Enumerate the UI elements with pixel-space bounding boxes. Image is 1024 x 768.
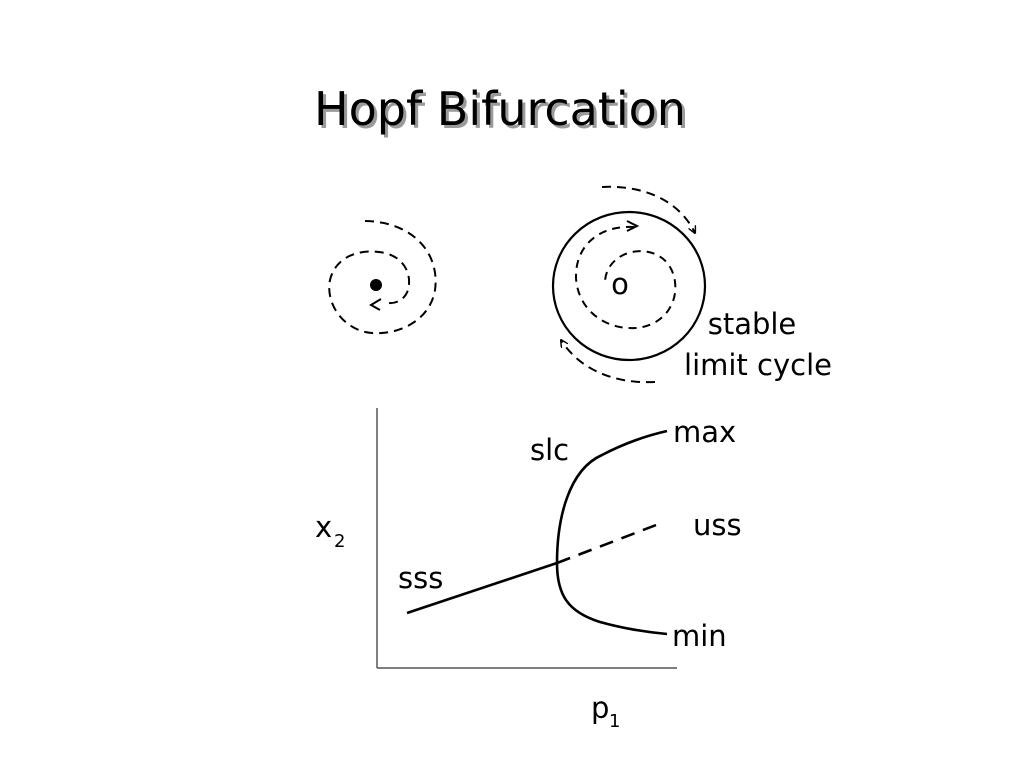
limit-cycle-label-line1: stable: [708, 307, 797, 341]
inner-spiral-trajectory: [574, 225, 677, 330]
branch-label-min: min: [672, 619, 727, 653]
outer-trajectory-top: [601, 185, 695, 233]
spiral-arrowhead: [369, 298, 382, 311]
stable-spiral-portrait: [328, 220, 437, 335]
branch-label-slc: slc: [530, 433, 569, 467]
stable-spiral-trajectory: [328, 220, 437, 335]
y-axis-label-subscript: 2: [334, 531, 345, 552]
limit-cycle-orbit: [551, 210, 707, 362]
stable-fixed-point-dot: [370, 279, 382, 291]
branch-label-uss: uss: [693, 508, 742, 542]
stable-steady-state-branch: [406, 561, 558, 615]
slide-title: Hopf Bifurcation: [314, 82, 686, 136]
inner-arrowhead: [626, 220, 640, 232]
limit-cycle-max-branch: [555, 429, 668, 564]
limit-cycle-label-line2: limit cycle: [684, 348, 832, 382]
x-axis-label: p 1: [591, 691, 620, 732]
x-axis-label-main: p: [591, 691, 609, 725]
bifurcation-plot: slc max uss sss min x 2 p 1: [315, 408, 742, 732]
unstable-steady-state-branch: [556, 520, 665, 565]
limit-cycle-portrait: o stable limit cycle: [551, 185, 832, 384]
outer-trajectory-bottom: [561, 340, 656, 384]
y-axis-label: x 2: [315, 510, 345, 552]
limit-cycle-min-branch: [555, 562, 668, 636]
unstable-fixed-point-marker: o: [611, 267, 629, 301]
x-axis-label-subscript: 1: [609, 711, 620, 732]
branch-label-sss: sss: [398, 561, 443, 595]
y-axis-label-main: x: [315, 510, 332, 544]
branch-label-max: max: [673, 415, 736, 449]
